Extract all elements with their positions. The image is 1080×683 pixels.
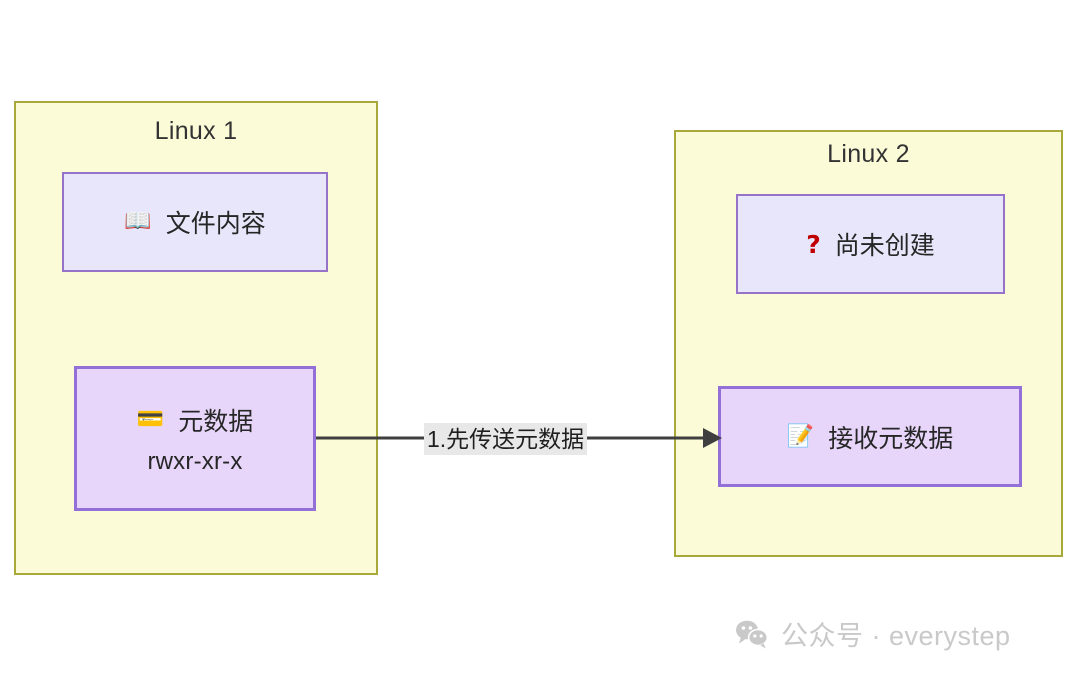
node-not-created-label: 尚未创建 (834, 232, 935, 260)
memo-pencil-icon: 📝 (786, 423, 815, 449)
node-file-content-label: 文件内容 (165, 210, 266, 238)
question-mark-icon: ? (806, 229, 821, 259)
node-receive-metadata-label: 接收元数据 (828, 424, 954, 453)
node-metadata: 💳 元数据 rwxr-xr-x (74, 366, 316, 511)
transfer-arrow-label: 1.先传送元数据 (424, 423, 588, 455)
node-metadata-permissions: rwxr-xr-x (147, 447, 243, 475)
credit-card-icon: 💳 (136, 406, 165, 432)
open-book-icon: 📖 (124, 209, 152, 234)
host-title-linux1: Linux 1 (154, 117, 238, 145)
node-file-content: 📖 文件内容 (62, 172, 328, 272)
watermark-text: 公众号 · everystep (781, 621, 1011, 651)
node-not-created: ? 尚未创建 (736, 194, 1005, 294)
host-title-linux2: Linux 2 (827, 140, 910, 168)
node-receive-metadata: 📝 接收元数据 (718, 386, 1022, 487)
wechat-icon (736, 620, 769, 649)
watermark: 公众号 · everystep (735, 614, 1011, 653)
node-metadata-label: 元数据 (178, 407, 254, 436)
